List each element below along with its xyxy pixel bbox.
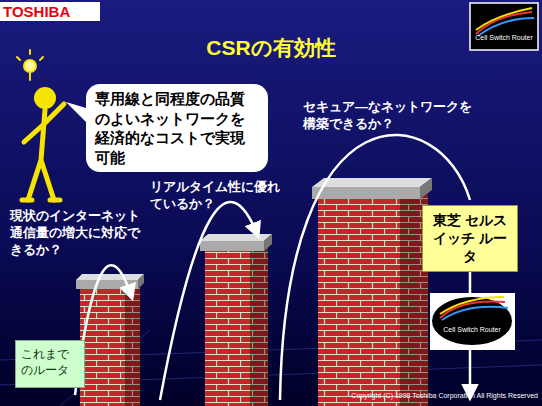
brick-wall-medium	[200, 234, 272, 406]
question-text: リアルタイム性に優れているか？	[150, 178, 280, 212]
company-logo: TOSHIBA	[0, 2, 100, 21]
csr-logo-bottom	[430, 293, 515, 350]
jump-arrows	[75, 135, 470, 400]
speech-bubble: 専用線と同程度の品質のよいネットワークを経済的なコストで実現可能	[86, 84, 268, 172]
brick-wall-small	[76, 274, 144, 406]
node-text: 専用線と同程度の品質のよいネットワークを経済的なコストで実現可能	[95, 89, 259, 167]
question-text: セキュア―なネットワークを構築できるか？	[303, 98, 475, 132]
copyright-note: Copyright (C) 1998 Toshiba Corporation A…	[240, 392, 538, 399]
node-text: これまでのルータ	[21, 346, 79, 378]
legacy-router-box: これまでのルータ	[15, 340, 85, 388]
node-text: 東芝 セルスイッチ ルータ	[427, 211, 513, 266]
thinking-figure	[17, 50, 64, 200]
csr-logo-top	[470, 3, 538, 50]
brick-wall-large	[312, 178, 432, 406]
slide-title: CSRの有効性	[120, 34, 422, 62]
logo-caption: Cell Switch Router	[470, 34, 538, 41]
question-text: 現状のインターネット通信量の増大に対応できるか？	[10, 207, 152, 258]
logo-caption: Cell Switch Router	[434, 326, 510, 333]
csr-product-box: 東芝 セルスイッチ ルータ	[422, 205, 518, 272]
logo-band	[0, 2, 100, 21]
bubble-tail	[66, 102, 86, 122]
